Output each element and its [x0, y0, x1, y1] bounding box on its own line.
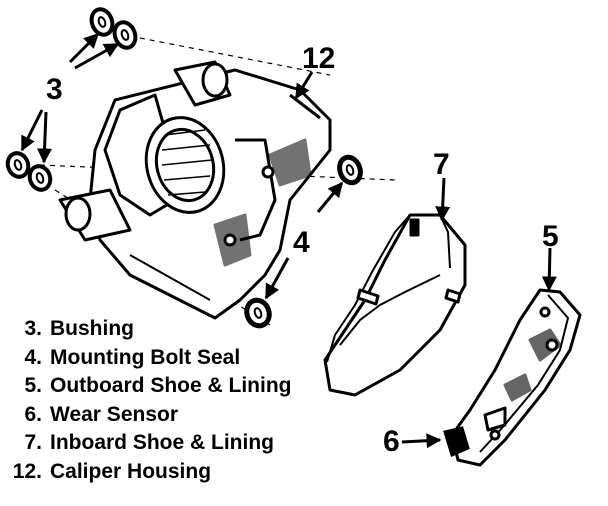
- legend-item: 4. Mounting Bolt Seal: [6, 344, 291, 373]
- legend-item-label: Inboard Shoe & Lining: [50, 431, 274, 454]
- legend-item-number: 6.: [24, 402, 42, 426]
- callout-inboard-shoe-number: 7: [433, 148, 450, 181]
- callout-caliper-housing-number: 12: [302, 42, 336, 75]
- callout-bushing-number: 3: [46, 73, 63, 106]
- mounting-bolt-seals: [244, 154, 363, 329]
- inboard-shoe-lining: [323, 213, 467, 397]
- legend-item: 5. Outboard Shoe & Lining: [6, 372, 291, 401]
- legend-item-label: Bushing: [50, 317, 134, 340]
- outboard-shoe-lining: [450, 288, 582, 467]
- leader-arrows: [20, 32, 557, 449]
- legend-item: 6. Wear Sensor: [6, 401, 291, 430]
- legend-item-number: 3.: [24, 317, 42, 340]
- callout-mounting-bolt-seal-number: 4: [293, 226, 310, 259]
- legend-item-label: Outboard Shoe & Lining: [50, 374, 292, 397]
- legend-item-number: 5.: [24, 374, 42, 397]
- parts-legend: 3. Bushing 4. Mounting Bolt Seal 5. Outb…: [6, 315, 292, 487]
- legend-item-number: 4.: [24, 345, 42, 369]
- legend-item-label: Wear Sensor: [50, 402, 178, 426]
- wear-sensor: [443, 426, 470, 458]
- callout-wear-sensor-number: 6: [383, 425, 400, 458]
- bushing-parts: [5, 7, 138, 192]
- legend-item: 3. Bushing: [6, 315, 291, 344]
- legend-item-label: Mounting Bolt Seal: [50, 345, 241, 369]
- caliper-housing: [58, 60, 332, 320]
- legend-item: 7. Inboard Shoe & Lining: [6, 429, 291, 458]
- legend-item: 12. Caliper Housing: [6, 458, 291, 487]
- legend-item-label: Caliper Housing: [50, 459, 212, 483]
- legend-item-number: 7.: [24, 431, 42, 454]
- legend-item-number: 12.: [12, 459, 42, 483]
- callout-outboard-shoe-number: 5: [542, 220, 559, 253]
